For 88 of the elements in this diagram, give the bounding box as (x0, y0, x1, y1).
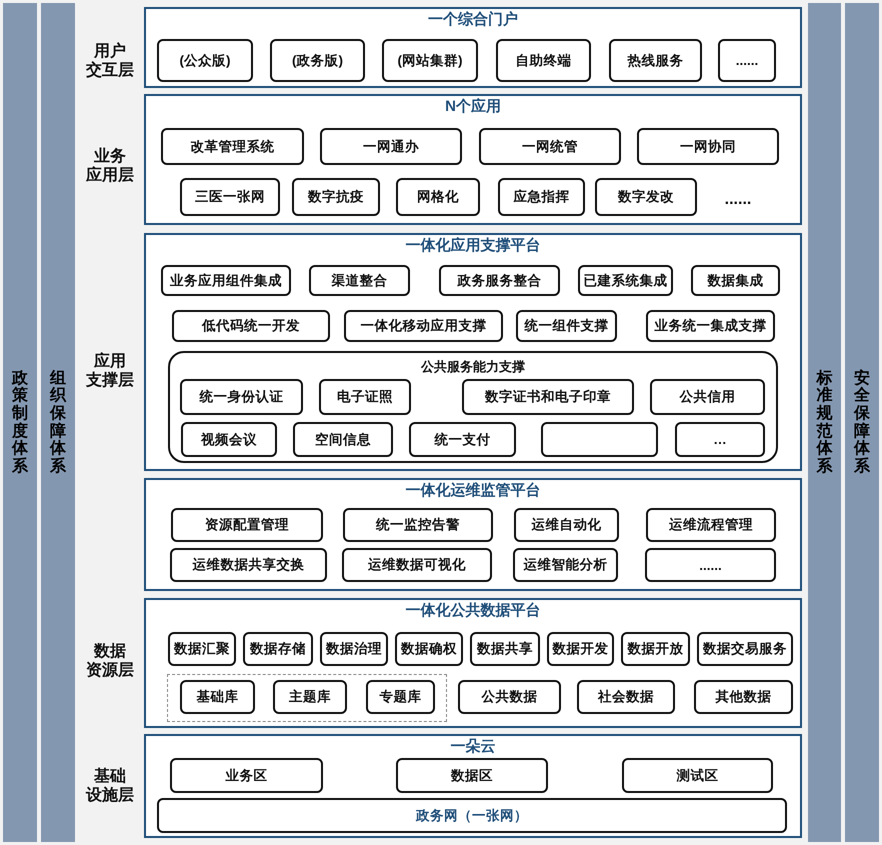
module-box: 统一组件支撑 (516, 310, 617, 342)
module-box: ...... (718, 39, 776, 82)
layer-panel (144, 478, 802, 591)
layer-panel (144, 598, 802, 728)
module-box: 数据开放 (621, 632, 690, 666)
module-box: 主题库 (273, 680, 347, 714)
module-box: (网站集群) (382, 39, 478, 82)
module-box: 资源配置管理 (171, 508, 323, 542)
pillar-label: 组织保障体系 (50, 370, 66, 476)
module-box: 基础库 (180, 680, 255, 714)
ellipsis-text: ...... (724, 190, 752, 210)
panel-title: 一个综合门户 (428, 10, 518, 29)
side-pillar (41, 3, 75, 842)
module-box: 热线服务 (609, 39, 702, 82)
layer-label: 数据资源层 (85, 642, 135, 680)
module-box: 已建系统集成 (578, 265, 673, 296)
module-box: 网格化 (396, 178, 480, 216)
module-box: 数据确权 (395, 632, 463, 666)
module-box: 政务服务整合 (439, 265, 560, 296)
module-box: 空间信息 (293, 422, 393, 457)
module-box: 社会数据 (577, 680, 675, 714)
layer-panel (144, 94, 802, 225)
module-box: 数据集成 (691, 265, 780, 296)
module-box: 自助终端 (496, 39, 591, 82)
module-box: ...... (645, 548, 776, 582)
network-bar: 政务网（一张网） (157, 798, 787, 833)
module-box: 数据开发 (547, 632, 614, 666)
module-box: 一网通办 (320, 128, 462, 165)
layer-label: 用户交互层 (85, 42, 135, 80)
module-box: 运维数据共享交换 (170, 548, 327, 582)
side-pillar (808, 3, 841, 842)
layer-label: 基础设施层 (85, 767, 135, 806)
panel-title: 一朵云 (450, 737, 496, 756)
module-box: 业务统一集成支撑 (646, 310, 775, 342)
module-box: 统一监控告警 (343, 508, 493, 542)
module-box: 数据存储 (243, 632, 313, 666)
layer-label: 业务应用层 (85, 147, 135, 186)
module-box: 测试区 (622, 758, 773, 793)
module-box: 一网统管 (479, 128, 621, 165)
module-box: 数字发改 (595, 178, 697, 216)
panel-title: N个应用 (445, 97, 501, 116)
module-box: 一体化移动应用支撑 (344, 310, 503, 342)
module-box: 公共信用 (650, 379, 765, 415)
module-box: 统一支付 (409, 422, 516, 457)
module-box: 低代码统一开发 (172, 310, 330, 342)
module-box: 业务区 (170, 758, 323, 793)
module-box: 渠道整合 (309, 265, 410, 296)
pillar-label: 政策制度体系 (12, 370, 28, 476)
module-box: 数据区 (396, 758, 548, 793)
module-box: 数字抗疫 (292, 178, 380, 216)
module-box: … (675, 422, 765, 457)
module-box: 公共数据 (458, 680, 561, 714)
layer-label: 应用支撑层 (85, 352, 135, 390)
layer-panel (144, 233, 802, 471)
module-box: 视频会议 (181, 422, 277, 457)
module-box: (公众版) (157, 39, 253, 82)
layer-panel (144, 7, 802, 88)
side-pillar (845, 3, 879, 842)
module-box: 运维数据可视化 (342, 548, 492, 582)
module-box: 数据交易服务 (697, 632, 793, 666)
capability-panel (168, 351, 778, 463)
panel-title: 一体化应用支撑平台 (406, 236, 540, 255)
module-box: 运维智能分析 (513, 548, 618, 582)
module-box: 一网协同 (637, 128, 779, 165)
module-box: 三医一张网 (180, 178, 280, 216)
module-box (541, 422, 658, 457)
panel-title: 公共服务能力支撑 (421, 358, 525, 376)
module-box: 数据治理 (320, 632, 388, 666)
dashed-group-frame (167, 674, 447, 722)
module-box: 专题库 (366, 680, 435, 714)
module-box: 数字证书和电子印章 (462, 379, 634, 415)
module-box: 数据共享 (470, 632, 540, 666)
module-box: 其他数据 (694, 680, 793, 714)
module-box: (政务版) (270, 39, 365, 82)
layer-panel (144, 734, 802, 838)
module-box: 运维自动化 (514, 508, 619, 542)
module-box: 统一身份认证 (180, 379, 303, 415)
module-box: 运维流程管理 (646, 508, 776, 542)
module-box: 应急指挥 (498, 178, 585, 216)
panel-title: 一体化运维监管平台 (406, 481, 540, 500)
pillar-label: 标准规范体系 (816, 370, 832, 476)
side-pillar (3, 3, 37, 842)
panel-title: 一体化公共数据平台 (406, 601, 540, 620)
pillar-label: 安全保障体系 (854, 370, 870, 476)
module-box: 改革管理系统 (161, 128, 304, 165)
module-box: 电子证照 (319, 379, 411, 415)
module-box: 数据汇聚 (168, 632, 236, 666)
module-box: 业务应用组件集成 (161, 265, 291, 296)
